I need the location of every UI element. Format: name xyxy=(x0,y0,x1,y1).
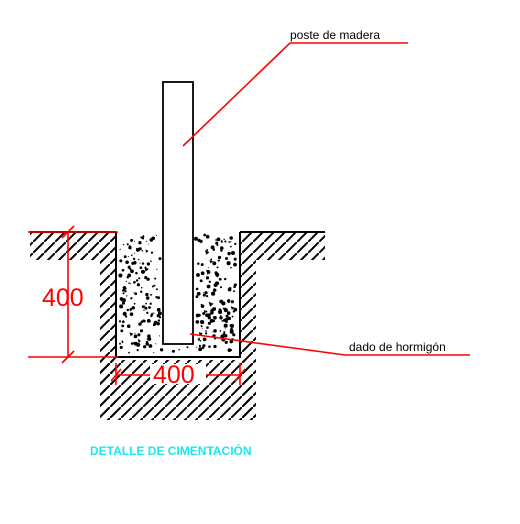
width-dimension-text-mask xyxy=(150,364,206,384)
footing-leader xyxy=(189,333,470,356)
drawing-title: DETALLE DE CIMENTACIÓN xyxy=(90,443,252,458)
ground-right xyxy=(240,232,325,260)
footing-label: dado de hormigón xyxy=(349,340,446,354)
ground-left xyxy=(30,232,116,260)
ground-hatching xyxy=(30,232,325,420)
width-dimension-text: 400 xyxy=(153,361,195,389)
post-leader xyxy=(182,42,408,147)
height-dimension xyxy=(28,225,118,364)
leader-lines xyxy=(182,42,470,356)
height-dimension-text: 400 xyxy=(42,284,84,312)
wooden-post xyxy=(162,81,194,345)
post-label: poste de madera xyxy=(290,28,380,42)
concrete-aggregate xyxy=(118,233,238,354)
